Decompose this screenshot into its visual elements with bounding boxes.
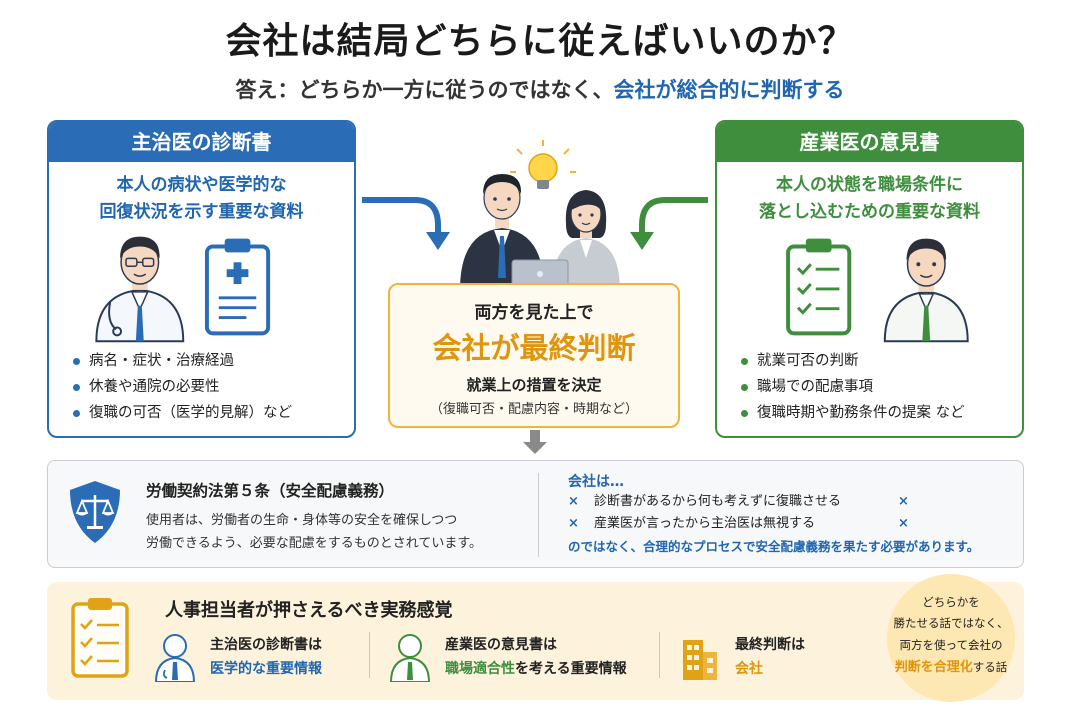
- circle-emphasis-line: 判断を合理化する話: [887, 656, 1015, 679]
- hr-item-emphasis: 会社: [735, 661, 763, 677]
- attending-doctor-description: 本人の病状や医学的な 回復状況を示す重要な資料: [49, 172, 354, 226]
- occupational-doctor-header: 産業医の意見書: [717, 122, 1022, 162]
- law-body-line: 使用者は、労働者の生命・身体等の安全を確保しつつ: [146, 513, 458, 528]
- bullet-item: 職場での配慮事項: [739, 374, 965, 400]
- safety-obligation-box: 労働契約法第５条（安全配慮義務） 使用者は、労働者の生命・身体等の安全を確保しつ…: [47, 460, 1024, 568]
- bullet-item: 復職の可否（医学的見解）など: [71, 400, 292, 426]
- law-body: 使用者は、労働者の生命・身体等の安全を確保しつつ 労働できるよう、必要な配慮をす…: [146, 509, 546, 555]
- doctor-icon: [154, 634, 196, 682]
- circle-tail: する話: [972, 660, 1008, 674]
- hr-practice-box: 人事担当者が押さえるべき実務感覚 主治医の診断書は 医学的な重要情報 産業医の意…: [47, 574, 1024, 702]
- company-stance-conclusion: のではなく、合理的なプロセスで安全配慮義務を果たす必要があります。: [568, 539, 980, 554]
- circle-emphasis: 判断を合理化: [894, 660, 973, 675]
- checklist-clipboard-icon: [786, 238, 852, 336]
- company-stance: 会社は… × 診断書があるから何も考えずに復職させる × × 産業医が言ったから…: [568, 471, 1018, 555]
- decision-main: 会社が最終判断: [432, 331, 636, 365]
- bullet-item: 復職時期や勤務条件の提案 など: [739, 400, 965, 426]
- doctor-icon: [95, 236, 185, 343]
- bad-practice-text: 診断書があるから何も考えずに復職させる: [594, 494, 842, 509]
- desc-line: 回復状況を示す重要な資料: [99, 202, 304, 222]
- shield-scales-icon: [70, 481, 120, 543]
- bad-practice-row: × 診断書があるから何も考えずに復職させる ×: [568, 491, 1018, 513]
- decision-lead: 両方を見た上で: [474, 303, 594, 323]
- occupational-doctor-bullets: 就業可否の判断 職場での配慮事項 復職時期や勤務条件の提案 など: [739, 348, 965, 426]
- arrow-left-to-center: [362, 197, 441, 236]
- occupational-doctor-icon: [883, 238, 969, 343]
- lightbulb-icon: [510, 140, 576, 189]
- occupational-doctor-panel: 産業医の意見書 本人の状態を職場条件に 落とし込むための重要な資料: [715, 120, 1024, 438]
- subtitle-highlight: 会社が総合的に判断する: [613, 78, 845, 102]
- final-decision-box: 両方を見た上で 会社が最終判断 就業上の措置を決定 （復職可否・配慮内容・時期な…: [388, 283, 680, 428]
- x-mark-icon: ×: [898, 516, 909, 531]
- arrow-down-shaft: [530, 430, 540, 444]
- subtitle-prefix: 答え：どちらか一方に従うのではなく、: [235, 78, 614, 102]
- divider: [659, 632, 660, 678]
- occupational-doctor-description: 本人の状態を職場条件に 落とし込むための重要な資料: [717, 172, 1022, 226]
- occupational-doctor-icon: [389, 634, 431, 682]
- occupational-doctor-illustration: [786, 238, 969, 343]
- arrow-down-head: [523, 442, 547, 454]
- page-subtitle: 答え：どちらか一方に従うのではなく、会社が総合的に判断する: [0, 74, 1080, 104]
- x-mark-icon: ×: [898, 494, 909, 509]
- bullet-item: 就業可否の判断: [739, 348, 965, 374]
- x-mark-icon: ×: [568, 516, 579, 531]
- attending-doctor-panel: 主治医の診断書 本人の病状や医学的な 回復状況を示す重要な資料: [47, 120, 356, 438]
- hr-item-emphasis: 医学的な重要情報: [210, 661, 322, 677]
- law-body-line: 労働できるよう、必要な配慮をするものとされています。: [146, 536, 483, 551]
- company-building-icon: [683, 640, 717, 680]
- hr-item-label: 最終判断は: [735, 637, 805, 653]
- attending-doctor-illustration: [95, 236, 271, 343]
- x-mark-icon: ×: [568, 494, 579, 509]
- hr-item-label: 主治医の診断書は: [210, 637, 322, 653]
- divider: [538, 473, 539, 557]
- hr-item-label: 産業医の意見書は: [445, 637, 557, 653]
- businesswoman-icon: [552, 190, 620, 290]
- decision-detail: 就業上の措置を決定: [466, 376, 602, 394]
- hr-item-value: 医学的な重要情報: [210, 658, 322, 678]
- bad-practice-text: 産業医が言ったから主治医は無視する: [594, 516, 816, 531]
- desc-line: 本人の状態を職場条件に: [776, 175, 963, 195]
- attending-doctor-header: 主治医の診断書: [49, 122, 354, 162]
- attending-doctor-bullets: 病名・症状・治療経過 休養や通院の必要性 復職の可否（医学的見解）など: [71, 348, 292, 426]
- circle-line: 勝たせる話ではなく、: [893, 616, 1009, 630]
- bad-practice-row: × 産業医が言ったから主治医は無視する ×: [568, 513, 1018, 535]
- page-title: 会社は結局どちらに従えばいいのか？: [225, 21, 855, 62]
- medical-clipboard-icon: [204, 238, 271, 336]
- bullet-item: 病名・症状・治療経過: [71, 348, 292, 374]
- key-message-circle: どちらかを 勝たせる話ではなく、 両方を使って会社の 判断を合理化する話: [887, 574, 1015, 702]
- desc-line: 落とし込むための重要な資料: [759, 202, 980, 222]
- hr-title: 人事担当者が押さえるべき実務感覚: [165, 600, 453, 621]
- arrow-right-to-center: [639, 197, 708, 236]
- law-title: 労働契約法第５条（安全配慮義務）: [146, 482, 395, 500]
- hr-item-value: 職場適合性を考える重要情報: [445, 658, 627, 678]
- divider: [369, 632, 370, 678]
- decision-examples: （復職可否・配慮内容・時期など）: [429, 402, 638, 417]
- company-decision-illustration: [460, 140, 620, 290]
- hr-item-emphasis: 職場適合性: [445, 661, 515, 677]
- desc-line: 本人の病状や医学的な: [116, 175, 287, 195]
- hr-item-value: 会社: [735, 658, 763, 678]
- circle-line: 両方を使って会社の: [899, 638, 1003, 652]
- company-stance-title: 会社は…: [568, 474, 624, 490]
- bullet-item: 休養や通院の必要性: [71, 374, 292, 400]
- laptop-icon: [511, 259, 569, 290]
- hr-item-rest: を考える重要情報: [515, 661, 627, 677]
- checklist-clipboard-icon: [71, 598, 129, 678]
- circle-line: どちらかを: [922, 595, 980, 609]
